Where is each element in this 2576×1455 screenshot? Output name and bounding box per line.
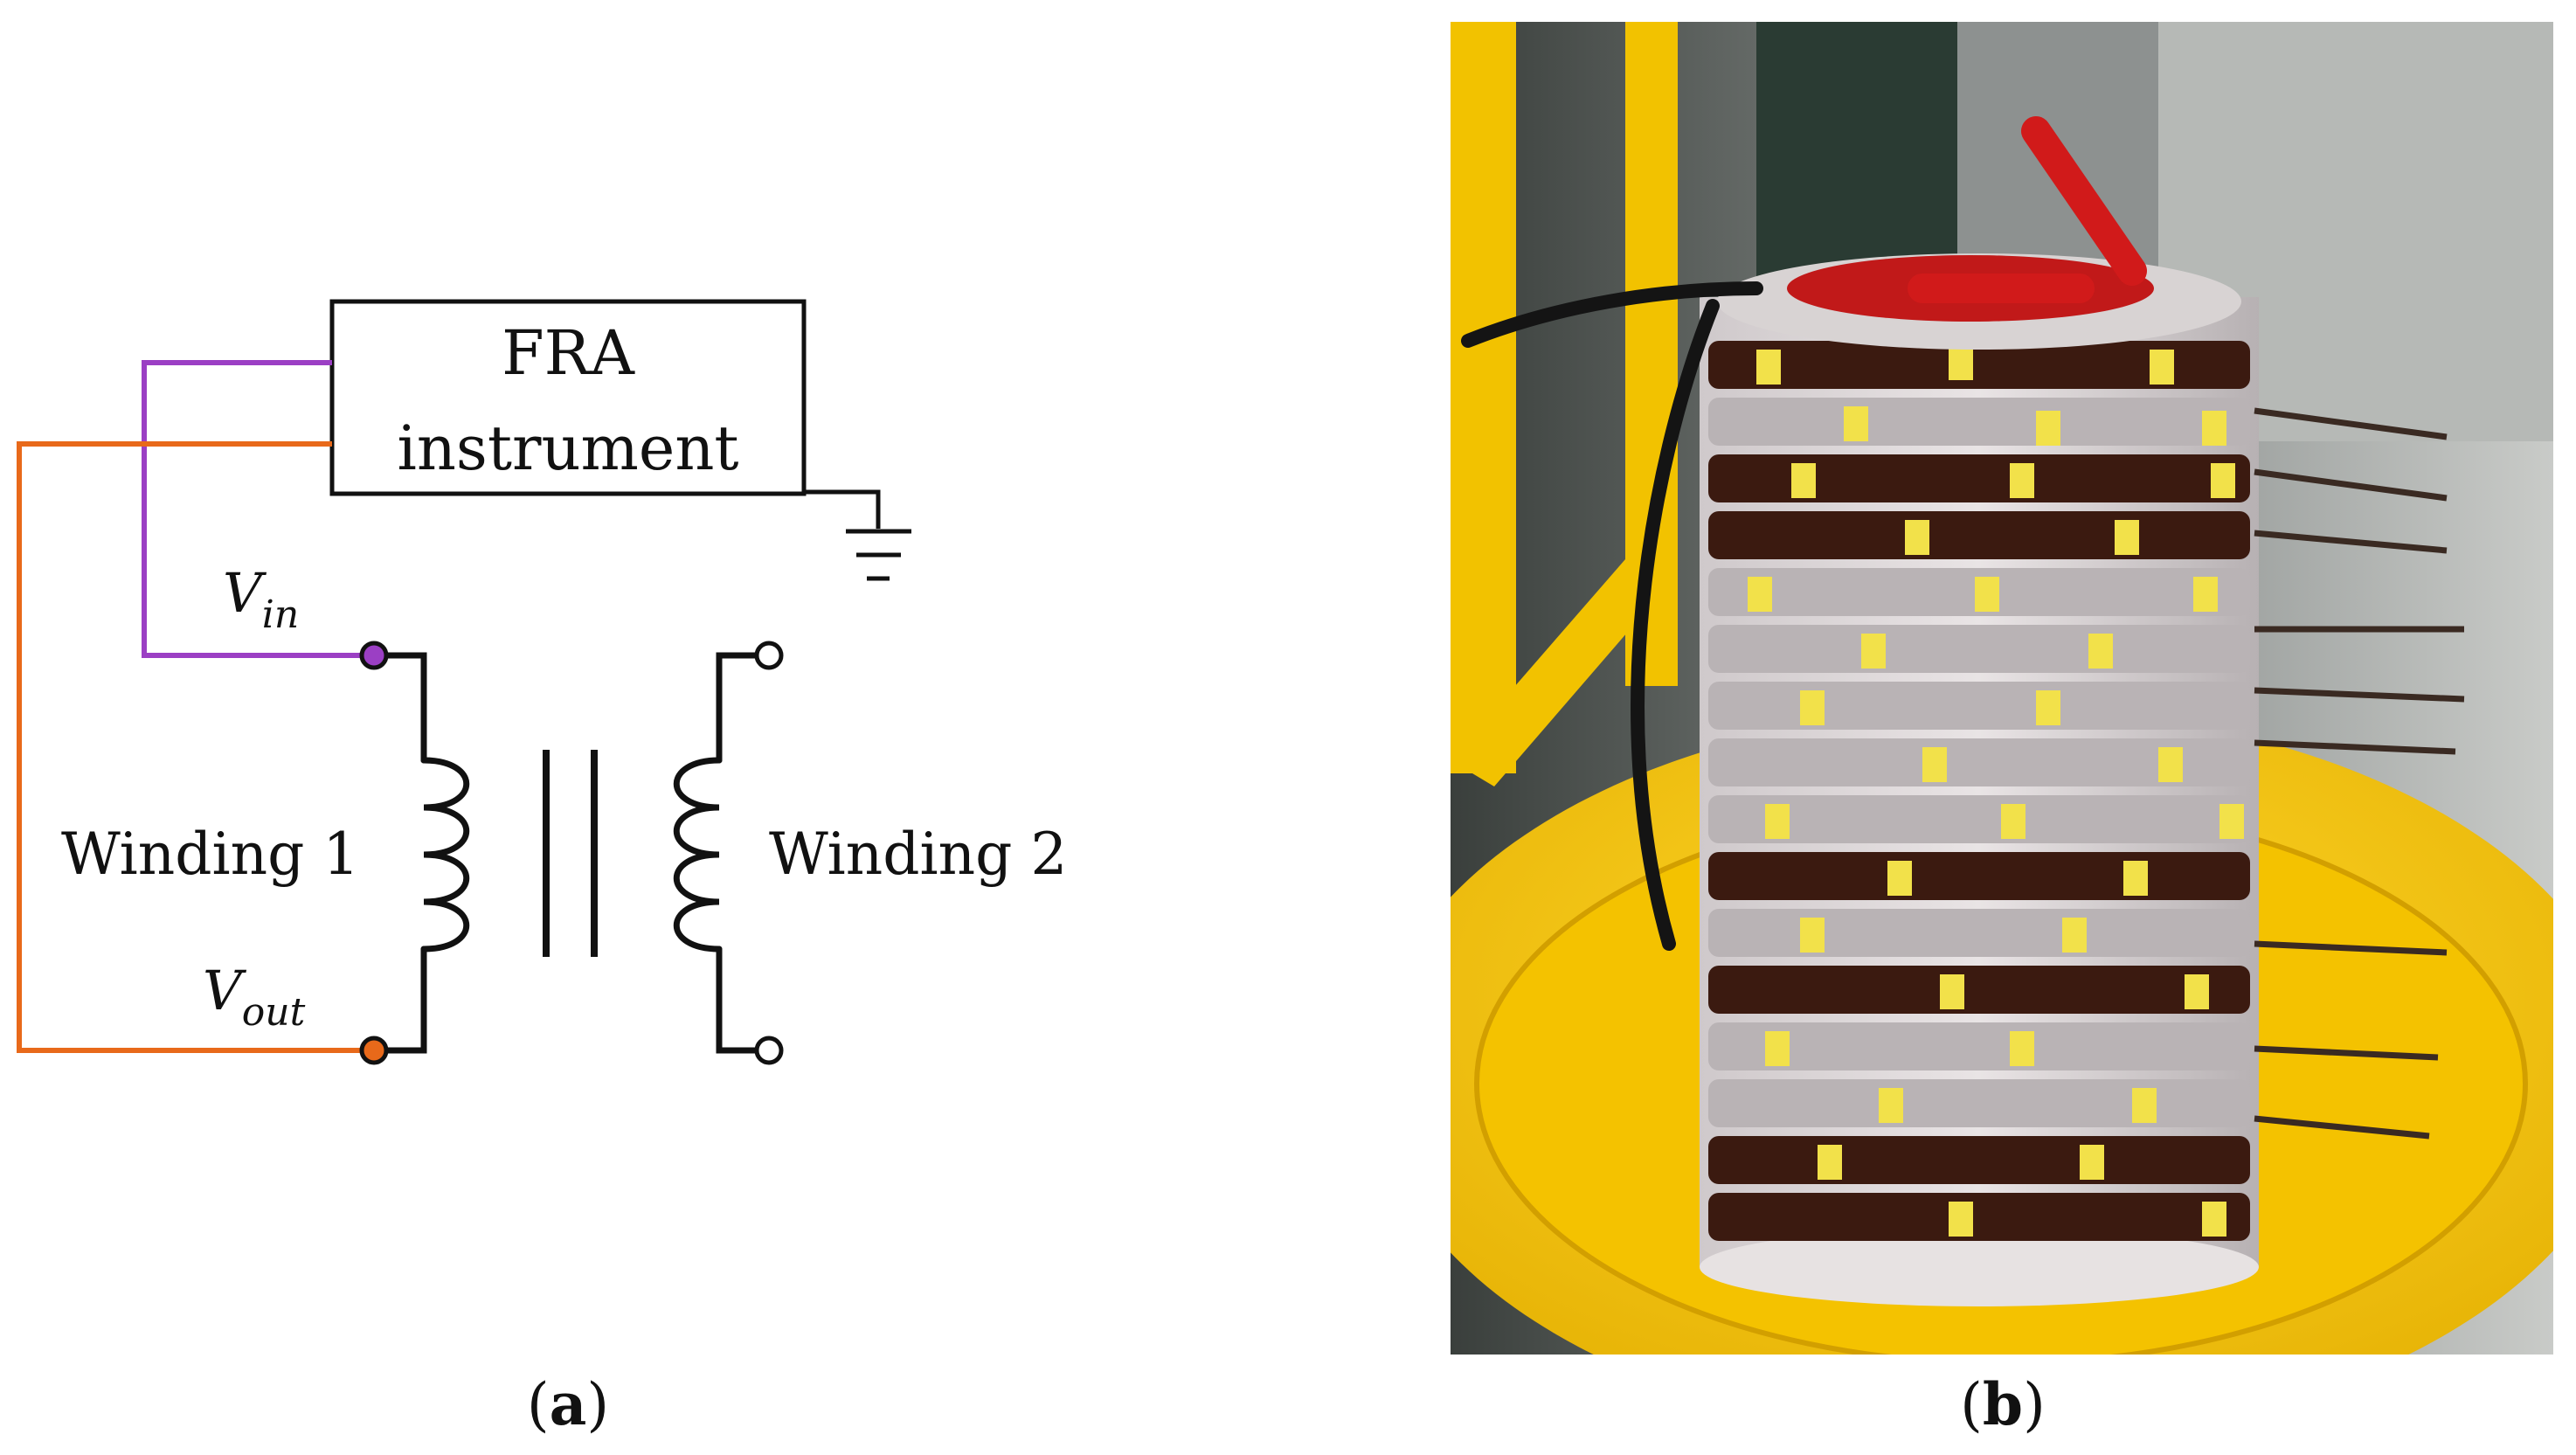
caption-b-open: ( — [1960, 1371, 1983, 1438]
fra-instrument-label-line1: FRA — [502, 317, 635, 389]
vin-label: Vin — [223, 561, 299, 637]
caption-a: (a) — [527, 1370, 609, 1438]
fra-instrument-label-line2: instrument — [397, 412, 738, 484]
vout-label: Vout — [203, 959, 306, 1035]
vout-label-main: V — [203, 959, 247, 1022]
winding-1-label: Winding 1 — [61, 821, 359, 888]
panel-a-schematic: FRA instrument — [17, 299, 1067, 1438]
winding-1-coil — [370, 652, 470, 1054]
vout-terminal — [359, 1036, 389, 1065]
fra-instrument-box — [329, 299, 807, 496]
winding-2-label: Winding 2 — [769, 821, 1067, 888]
caption-b-letter: b — [1983, 1370, 2023, 1438]
tap-leads — [2254, 407, 2465, 1140]
vout-label-subscript: out — [242, 990, 306, 1035]
winding-2-coil — [673, 652, 770, 1054]
vin-label-main: V — [223, 561, 267, 625]
red-test-lead — [1908, 116, 2147, 303]
coil-former-base — [1700, 1228, 2259, 1306]
vin-wire — [142, 360, 374, 658]
winding-2-bottom-terminal — [754, 1036, 784, 1065]
ground-symbol — [804, 489, 911, 581]
vin-label-subscript: in — [262, 592, 299, 637]
black-test-lead — [1461, 281, 1763, 951]
yellow-stand — [1451, 22, 1678, 786]
winding-2-top-terminal — [754, 641, 784, 670]
vin-terminal — [359, 641, 389, 670]
yellow-tape-marks — [1748, 345, 2244, 1237]
panel-b-photo — [1451, 22, 2553, 1355]
caption-a-open: ( — [527, 1371, 550, 1438]
caption-b-close: ) — [2023, 1371, 2046, 1438]
caption-a-letter: a — [550, 1370, 587, 1438]
caption-b: (b) — [1960, 1370, 2046, 1438]
vout-wire — [17, 441, 374, 1053]
caption-a-close: ) — [586, 1371, 609, 1438]
